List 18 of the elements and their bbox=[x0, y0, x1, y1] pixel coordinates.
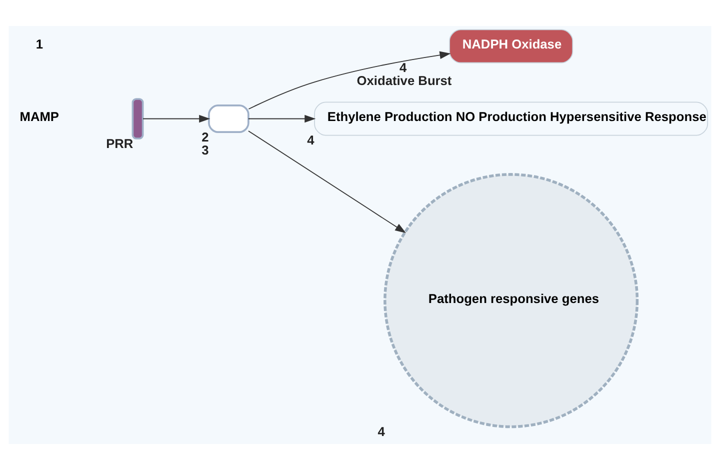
node-box: Ethylene Production NO Production Hypersensitive Response bbox=[314, 102, 708, 136]
label: 1 bbox=[36, 36, 43, 52]
node-label: Oxidative Burst bbox=[356, 72, 452, 88]
arrow bbox=[248, 114, 316, 123]
node-label: PRR bbox=[106, 136, 134, 151]
arrow bbox=[142, 114, 210, 123]
label: MAMP bbox=[20, 109, 60, 124]
node-box bbox=[208, 104, 250, 133]
node-label: 4 bbox=[378, 424, 385, 439]
node-label: 4 bbox=[307, 132, 314, 148]
node-label: 2 bbox=[202, 129, 209, 144]
arrow bbox=[248, 130, 406, 234]
node-label: 4 bbox=[399, 60, 407, 76]
node-label: 3 bbox=[202, 142, 209, 158]
node-circle: Pathogen responsive genes bbox=[384, 173, 639, 428]
arrow bbox=[248, 51, 451, 110]
node-bar bbox=[132, 98, 144, 140]
node-box: NADPH Oxidase bbox=[449, 29, 574, 64]
